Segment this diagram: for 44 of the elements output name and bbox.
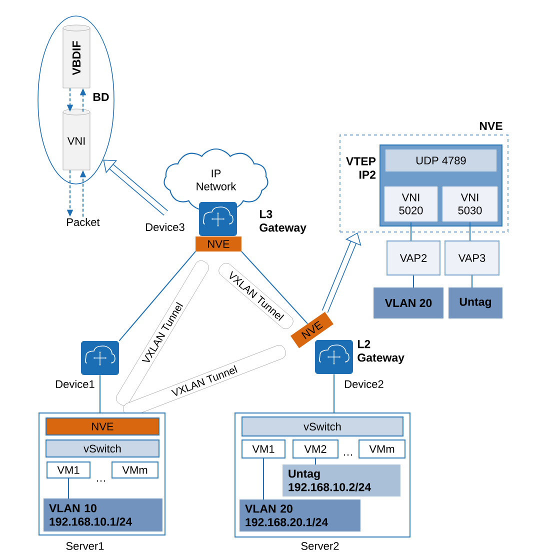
- process-box: VNI 5020: [384, 186, 438, 222]
- connector-line: [263, 458, 264, 500]
- process-box: VMm: [358, 440, 406, 458]
- process-box: VM2: [292, 440, 338, 458]
- server-label: Server2: [301, 542, 339, 550]
- packet-label: Packet: [67, 218, 100, 226]
- connector-line: [315, 458, 316, 466]
- process-box: Untag: [448, 288, 502, 318]
- device-label: Device3: [146, 222, 184, 232]
- process-box: VLAN 20: [374, 288, 444, 318]
- connector-line: [410, 222, 412, 242]
- process-box: Untag 192.168.10.2/24: [282, 464, 400, 496]
- network-cloud: IP Network: [164, 148, 268, 210]
- process-box: VLAN 10 192.168.10.1/24: [44, 498, 162, 532]
- connector-line: [413, 274, 414, 288]
- process-box: NVE: [196, 236, 242, 252]
- cylinder: VNI: [62, 108, 90, 170]
- device-label: Device1: [56, 380, 94, 388]
- box-heading: NVE: [480, 122, 502, 130]
- process-box: VNI 5030: [442, 186, 498, 222]
- process-box: VM1: [46, 462, 90, 478]
- process-box: VAP3: [444, 240, 500, 276]
- ellipsis-mark: …: [344, 454, 352, 456]
- process-box: UDP 4789: [384, 148, 498, 172]
- connector-line: [68, 478, 69, 500]
- connector-line: [240, 250, 308, 324]
- box-label: VTEP IP2: [346, 157, 376, 179]
- cylinder: VBDIF: [62, 24, 90, 88]
- gateway-label: L2 Gateway: [358, 340, 404, 364]
- server-label: Server1: [66, 542, 104, 550]
- device-label: Device2: [345, 380, 384, 388]
- process-box: VM1: [242, 440, 286, 458]
- process-box: VMm: [112, 462, 158, 478]
- domain-label: BD: [92, 92, 110, 102]
- ellipsis-mark: …: [97, 480, 105, 482]
- process-box: vSwitch: [242, 416, 404, 436]
- hollow-arrow: [103, 160, 168, 216]
- nve-tag: NVE: [290, 312, 334, 348]
- gateway-label: L3 Gateway: [260, 210, 306, 234]
- connector-line: [118, 250, 196, 342]
- process-box: NVE: [46, 418, 160, 436]
- process-box: vSwitch: [46, 440, 160, 458]
- process-box: VAP2: [386, 240, 440, 276]
- process-box: VLAN 20 192.168.20.1/24: [240, 500, 360, 532]
